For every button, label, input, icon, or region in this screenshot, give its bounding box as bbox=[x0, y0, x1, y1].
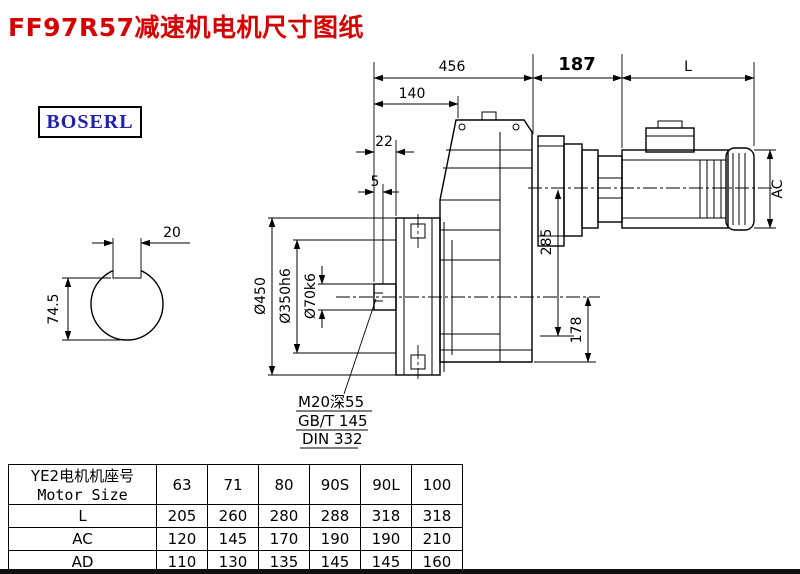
dim-5: 5 bbox=[371, 174, 380, 190]
dim-shaft-height: 74.5 bbox=[46, 293, 62, 324]
thread-callout: M20深55 GB/T 145 DIN 332 bbox=[296, 298, 377, 449]
frame-size-63: 63 bbox=[156, 464, 208, 505]
table-cell: 318 bbox=[411, 504, 463, 528]
table-cell: 288 bbox=[309, 504, 361, 528]
frame-size-90l: 90L bbox=[360, 464, 412, 505]
table-row: L 205 260 280 288 318 318 bbox=[8, 504, 463, 528]
table-cell: 190 bbox=[360, 527, 412, 551]
dim-187: 187 bbox=[558, 54, 596, 75]
table-row: AC 120 145 170 190 190 210 bbox=[8, 527, 463, 551]
row-label-L: L bbox=[8, 504, 157, 528]
dim-dia-70: Ø70k6 bbox=[303, 273, 319, 319]
frame-size-90s: 90S bbox=[309, 464, 361, 505]
table-cell: 120 bbox=[156, 527, 208, 551]
note-din-standard: DIN 332 bbox=[302, 430, 363, 448]
center-lines bbox=[336, 187, 775, 298]
technical-drawing: 20 74.5 bbox=[46, 54, 786, 449]
frame-size-80: 80 bbox=[258, 464, 310, 505]
dim-456: 456 bbox=[439, 59, 466, 75]
boserl-logo-text: BOSERL bbox=[46, 110, 134, 133]
table-cell: 260 bbox=[207, 504, 259, 528]
table-cell: 205 bbox=[156, 504, 208, 528]
row-label-AC: AC bbox=[8, 527, 157, 551]
dim-178: 178 bbox=[569, 317, 585, 344]
dim-140: 140 bbox=[399, 86, 426, 102]
motor-view bbox=[537, 120, 755, 247]
dim-dia-350: Ø350h6 bbox=[278, 268, 294, 324]
dim-keyway-width: 20 bbox=[163, 225, 181, 241]
dim-22: 22 bbox=[375, 134, 393, 150]
gearbox-view bbox=[373, 111, 533, 379]
bottom-bar bbox=[0, 569, 800, 574]
note-gbt-standard: GB/T 145 bbox=[298, 412, 368, 430]
table-cell: 190 bbox=[309, 527, 361, 551]
table-cell: 280 bbox=[258, 504, 310, 528]
table-cell: 170 bbox=[258, 527, 310, 551]
page-title: FF97R57减速机电机尺寸图纸 bbox=[8, 13, 364, 42]
table-cell: 145 bbox=[207, 527, 259, 551]
dim-AC: AC bbox=[770, 179, 786, 198]
note-thread: M20深55 bbox=[298, 393, 364, 411]
frame-size-100: 100 bbox=[411, 464, 463, 505]
shaft-section-detail: 20 74.5 bbox=[46, 225, 190, 341]
table-header-motor-size: YE2电机机座号 Motor Size bbox=[8, 464, 157, 505]
dim-dia-450: Ø450 bbox=[253, 277, 269, 315]
dimensions: 456 187 L 140 22 5 AC bbox=[253, 54, 786, 376]
dim-285: 285 bbox=[539, 229, 555, 256]
dim-L: L bbox=[684, 59, 692, 75]
frame-size-71: 71 bbox=[207, 464, 259, 505]
dimension-table: YE2电机机座号 Motor Size 63 71 80 90S 90L 100… bbox=[8, 464, 463, 574]
table-header-en: Motor Size bbox=[37, 486, 128, 504]
table-cell: 318 bbox=[360, 504, 412, 528]
table-cell: 210 bbox=[411, 527, 463, 551]
boserl-logo: BOSERL bbox=[38, 106, 142, 138]
table-header-cn: YE2电机机座号 bbox=[30, 467, 135, 485]
